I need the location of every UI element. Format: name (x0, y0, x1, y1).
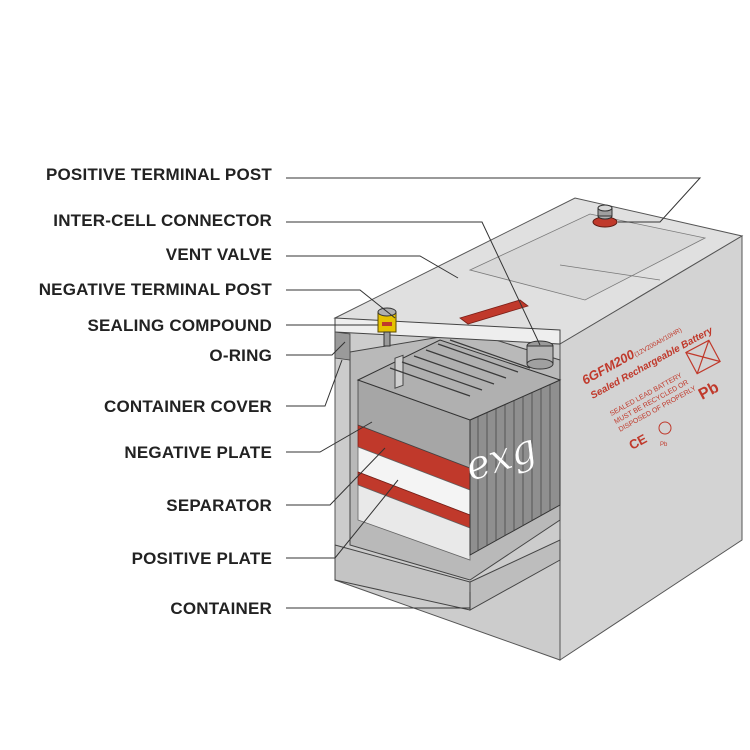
plate-tabs (389, 339, 531, 397)
label-container: CONTAINER (170, 599, 272, 618)
label-separator: SEPARATOR (166, 496, 272, 515)
label-positive-terminal-post: POSITIVE TERMINAL POST (46, 165, 272, 184)
leader-negative-terminal (286, 289, 396, 319)
leader-inter-cell (286, 221, 541, 346)
plate-stack: exg (356, 299, 562, 561)
pb-small-text: Pb (660, 442, 668, 448)
pb-recycle-icon: Pb (658, 421, 672, 448)
label-negative-terminal-post: NEGATIVE TERMINAL POST (39, 280, 273, 299)
plate-lines (477, 385, 551, 550)
label-inter-cell-connector: INTER-CELL CONNECTOR (53, 211, 272, 230)
label-positive-plate: POSITIVE PLATE (132, 549, 272, 568)
label-vent-valve: VENT VALVE (166, 245, 272, 264)
recycle-bin-icon (685, 339, 721, 375)
leader-vent-valve (286, 255, 459, 279)
inter-cell-bar (459, 299, 529, 325)
part-labels: POSITIVE TERMINAL POST INTER-CELL CONNEC… (39, 165, 273, 618)
lid-panel (468, 213, 707, 301)
leader-container-cover (286, 359, 343, 407)
leader-negative-plate (286, 421, 373, 453)
label-o-ring: O-RING (209, 346, 272, 365)
label-sealing-compound: SEALING COMPOUND (87, 316, 272, 335)
leader-positive-terminal (286, 177, 702, 223)
leader-o-ring (286, 341, 346, 356)
positive-terminal-part (592, 204, 618, 228)
label-container-cover: CONTAINER COVER (104, 397, 272, 416)
leader-lines (286, 177, 702, 609)
plate-top (356, 339, 562, 421)
label-negative-plate: NEGATIVE PLATE (124, 443, 272, 462)
leader-separator (286, 447, 386, 506)
leader-positive-plate (286, 479, 399, 559)
leader-container (286, 592, 471, 609)
